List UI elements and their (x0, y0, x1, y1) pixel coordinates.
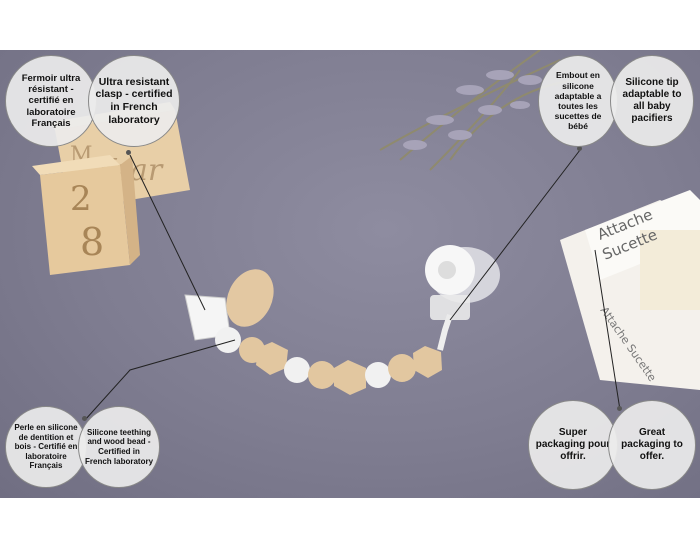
callout-dot-pack (617, 406, 622, 411)
callout-tip-en: Silicone tip adaptable to all baby pacif… (610, 55, 694, 147)
callout-bead-en-text: Silicone teething and wood bead - Certif… (85, 427, 154, 466)
callout-dot-bead (82, 416, 87, 421)
gift-box: Attache Sucette Attache Sucette (560, 190, 700, 390)
block-digit-top: 2 (70, 179, 92, 219)
callout-pack-en: Great packaging to offer. (608, 400, 696, 490)
callout-pack-fr: Super packaging pour offrir. (528, 400, 618, 490)
callout-clasp-fr: Fermoir ultra résistant - certifié en la… (5, 55, 97, 147)
block-digit-bottom: 8 (80, 220, 104, 264)
callout-dot-tip (577, 146, 582, 151)
product-photo: Year M 2 8 Attache Sucette Attache Sucet… (0, 50, 700, 498)
callout-dot-clasp (126, 150, 131, 155)
callout-bead-fr: Perle en silicone de dentition et bois -… (5, 406, 87, 488)
bead-chain (215, 314, 453, 395)
callout-tip-fr-text: Embout en silicone adaptable a toutes le… (554, 70, 602, 132)
callout-pack-en-text: Great packaging to offer. (621, 427, 683, 462)
wooden-block-front: 2 8 (32, 155, 140, 275)
callout-clasp-en: Ultra resistant clasp - certified in Fre… (88, 55, 180, 147)
callout-lines (84, 149, 621, 421)
callout-bead-en: Silicone teething and wood bead - Certif… (78, 406, 160, 488)
callout-bead-fr-text: Perle en silicone de dentition et bois -… (14, 423, 78, 471)
callout-clasp-en-text: Ultra resistant clasp - certified in Fre… (95, 75, 173, 126)
lavender-buds (403, 70, 542, 150)
callout-clasp-fr-text: Fermoir ultra résistant - certifié en la… (21, 72, 81, 130)
pacifier-clip (184, 269, 274, 341)
pacifier (425, 245, 500, 320)
callout-tip-en-text: Silicone tip adaptable to all baby pacif… (622, 77, 682, 124)
callout-pack-fr-text: Super packaging pour offrir. (535, 427, 611, 462)
callout-tip-fr: Embout en silicone adaptable a toutes le… (538, 55, 618, 147)
